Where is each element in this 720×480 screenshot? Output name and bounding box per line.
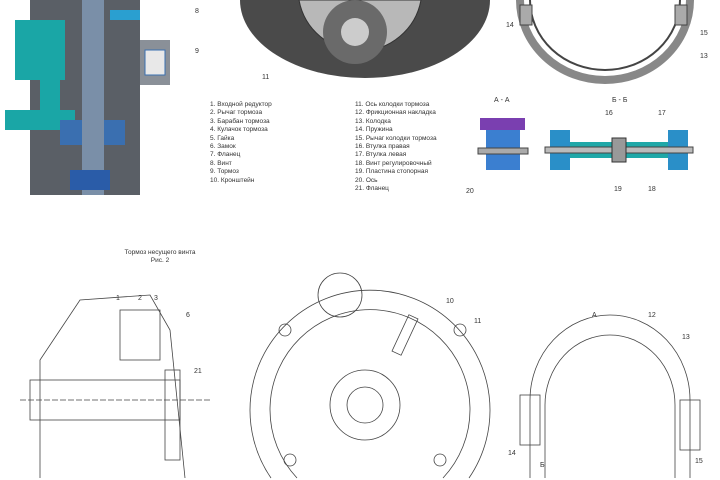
- legend-item: 18. Винт регулировочный: [355, 159, 432, 167]
- legend-item: 10. Кронштейн: [210, 176, 255, 184]
- callout: 9: [195, 48, 199, 55]
- caption-fig: Рис. 2: [150, 257, 170, 264]
- callout: 12: [648, 312, 656, 319]
- legend-item: 12. Фрикционная накладка: [355, 109, 436, 117]
- brake-shoe-view: [519, 314, 701, 478]
- legend-item: 15. Рычаг колодки тормоза: [355, 134, 437, 142]
- legend-item: 9. Тормоз: [210, 168, 239, 176]
- callout: 15: [700, 30, 708, 37]
- callout: 8: [195, 8, 199, 15]
- callout: A: [592, 312, 597, 319]
- rotor-brake-section-drawing: [20, 294, 210, 479]
- legend-item: 11. Ось колодки тормоза: [355, 101, 430, 108]
- callout: 10: [446, 298, 454, 305]
- callout: 20: [466, 188, 474, 195]
- callout: 1: [116, 295, 120, 302]
- callout: 3: [154, 295, 158, 302]
- brake-disc-drawing-top: [240, 0, 490, 78]
- section-aa-drawing: [477, 118, 529, 170]
- callout: 2: [138, 295, 142, 302]
- figure-caption: Тормоз несущего винта Рис. 2: [120, 249, 200, 265]
- callout: 19: [614, 186, 622, 193]
- callout: 17: [658, 110, 666, 117]
- caption-title: Тормоз несущего винта: [124, 249, 196, 256]
- callout: 15: [695, 458, 703, 465]
- legend-item: 19. Пластина стопорная: [355, 168, 429, 176]
- legend-right: 11. Ось колодки тормоза 12. Фрикционная …: [355, 101, 437, 193]
- legend-item: 2. Рычаг тормоза: [210, 109, 263, 117]
- section-bb-label: Б - Б: [612, 97, 628, 104]
- legend-item: 8. Винт: [210, 159, 232, 167]
- legend-item: 16. Втулка правая: [355, 143, 410, 151]
- brake-assembly-front-view: [249, 272, 491, 479]
- callout: 14: [506, 22, 514, 29]
- callout: 6: [186, 312, 190, 319]
- legend-item: 13. Колодка: [355, 117, 391, 125]
- legend-item: 1. Входной редуктор: [210, 101, 272, 108]
- legend-item: 21. Фланец: [355, 185, 389, 193]
- callout: 13: [682, 334, 690, 341]
- callout: 13: [700, 53, 708, 60]
- callout: 16: [605, 110, 613, 117]
- section-bb-drawing: [544, 130, 694, 170]
- callout: 14: [508, 450, 516, 457]
- legend-item: 17. Втулка левая: [355, 151, 407, 159]
- callout: 11: [474, 318, 482, 325]
- gearbox-section-drawing: [5, 0, 170, 195]
- legend-item: 7. Фланец: [210, 151, 241, 159]
- legend-item: 6. Замок: [210, 143, 236, 151]
- callout: 18: [648, 186, 656, 193]
- section-aa-label: А - А: [494, 97, 510, 104]
- legend-left: 1. Входной редуктор 2. Рычаг тормоза 3. …: [210, 101, 272, 185]
- callout: 21: [194, 368, 202, 375]
- callout: Б: [540, 462, 545, 469]
- legend-item: 14. Пружина: [355, 126, 393, 134]
- legend-item: 5. Гайка: [210, 134, 235, 142]
- legend-item: 20. Ось: [355, 176, 378, 184]
- legend-item: 4. Кулачок тормоза: [210, 126, 268, 134]
- callout: 11: [262, 74, 270, 81]
- legend-item: 3. Барабан тормоза: [210, 117, 270, 125]
- brake-shoe-drawing-top: [516, 0, 694, 84]
